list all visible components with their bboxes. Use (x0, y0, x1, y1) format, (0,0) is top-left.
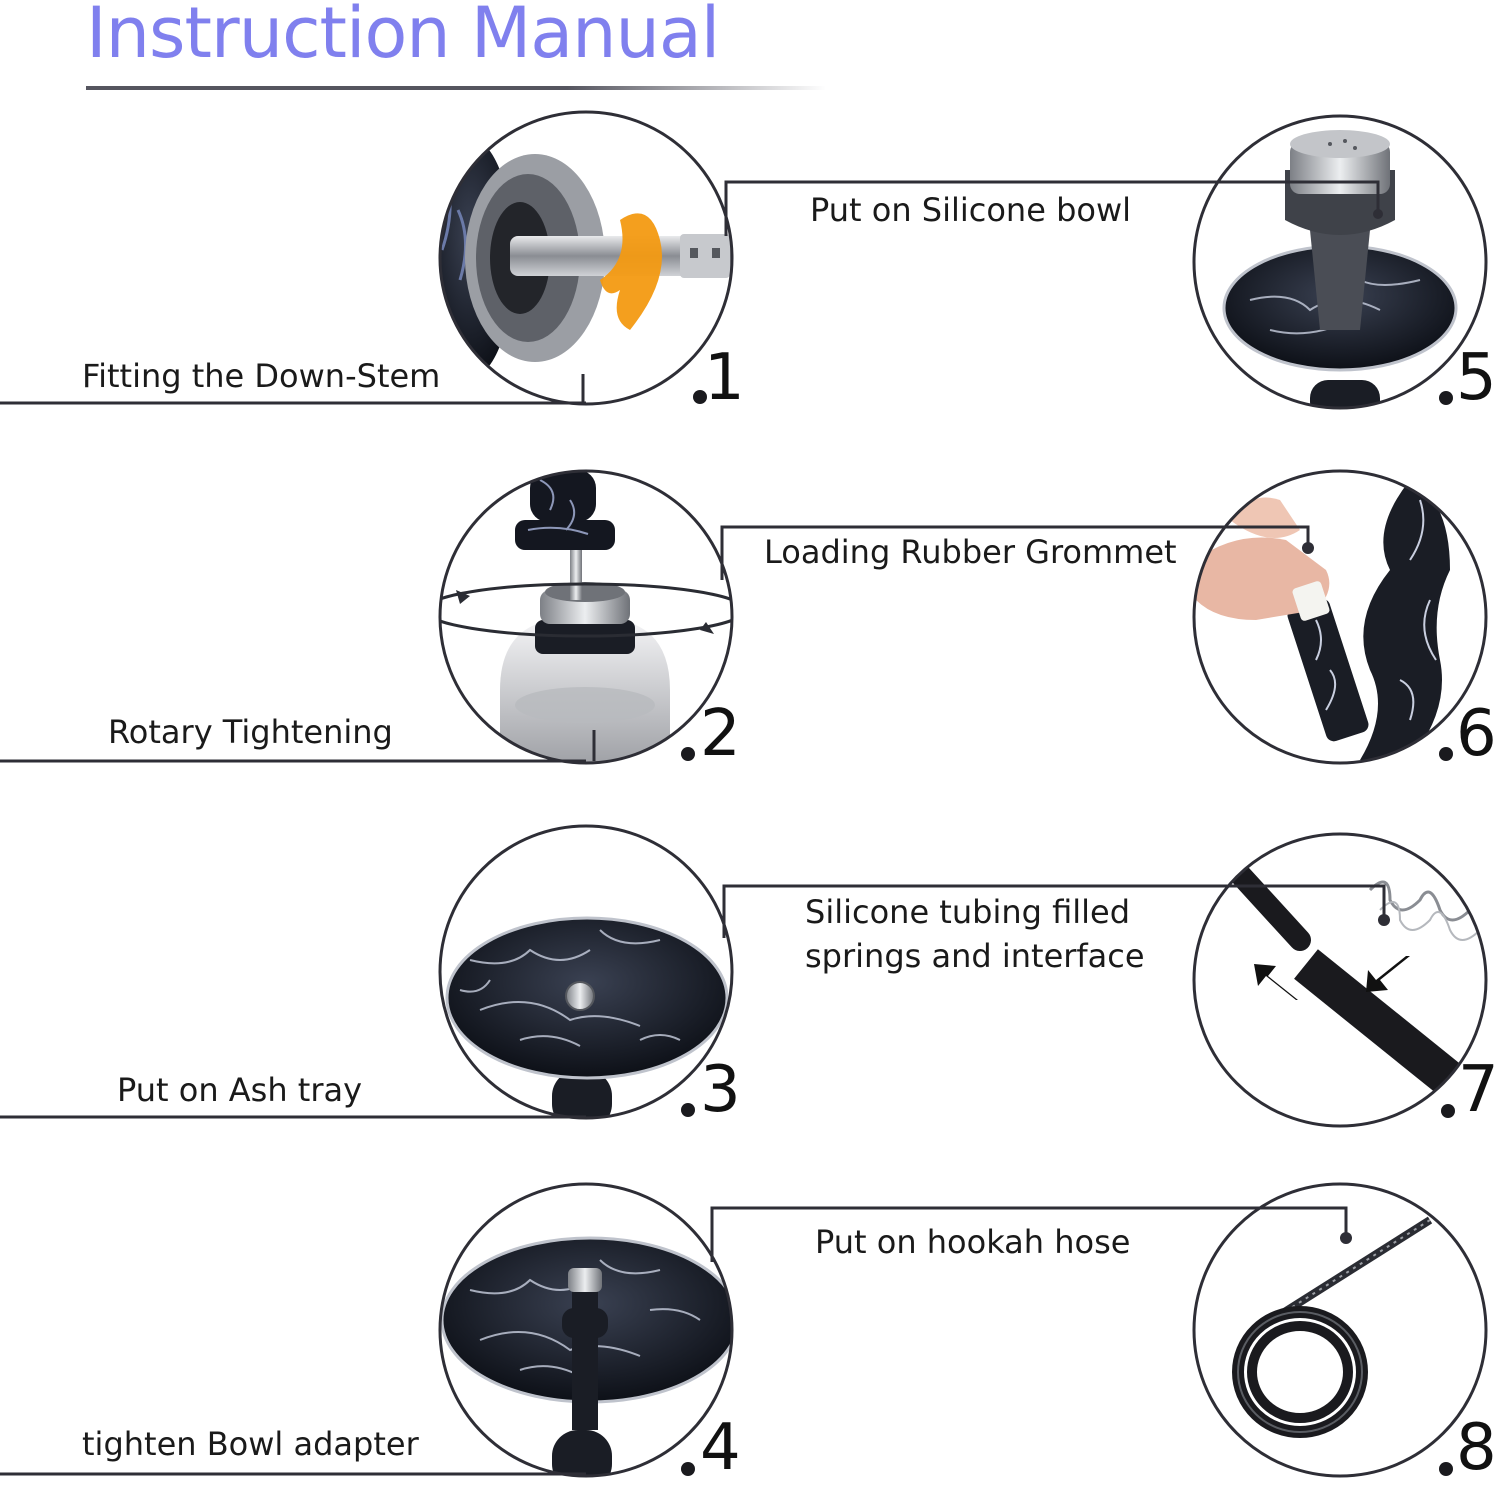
step-5-number: 5 (1456, 341, 1497, 415)
leader-line-2 (0, 730, 596, 763)
step-6-number: 6 (1456, 697, 1497, 771)
step-2-number: 2 (700, 697, 741, 771)
step-8-illustration (1192, 1182, 1488, 1478)
step-3-number: 3 (700, 1053, 741, 1127)
step-2-label: Rotary Tightening (108, 713, 393, 751)
step-1-illustration (438, 110, 734, 406)
step-5-label: Put on Silicone bowl (810, 191, 1132, 229)
step-7-illustration (1192, 832, 1488, 1128)
title-underline (86, 86, 826, 90)
step-6-label: Loading Rubber Grommet (764, 533, 1177, 571)
step-7-label: Silicone tubing filled springs and inter… (805, 893, 1145, 976)
leader-line-1 (0, 374, 586, 405)
step-8-label: Put on hookah hose (815, 1223, 1131, 1261)
leader-line-8 (710, 1206, 1348, 1262)
arrow-up-left-icon (1254, 964, 1298, 1000)
step-1-number: 1 (704, 341, 745, 415)
step-1-label: Fitting the Down-Stem (82, 357, 441, 395)
leader-line-7 (722, 884, 1386, 938)
page-title: Instruction Manual (86, 0, 720, 74)
step-4-illustration (438, 1182, 734, 1478)
leader-line-5 (724, 180, 1380, 236)
step-3-illustration (438, 824, 734, 1120)
step-8-number: 8 (1456, 1411, 1497, 1485)
leader-line-6 (720, 525, 1310, 580)
step-3-label: Put on Ash tray (117, 1071, 363, 1109)
step-7-number: 7 (1458, 1053, 1499, 1127)
step-5-illustration (1192, 114, 1488, 410)
step-4-number: 4 (700, 1411, 741, 1485)
step-2-illustration (438, 469, 734, 765)
step-6-illustration (1192, 469, 1488, 765)
step-4-label: tighten Bowl adapter (82, 1425, 419, 1463)
arrow-down-left-icon (1366, 956, 1410, 992)
rotate-arrow-icon (600, 213, 662, 330)
